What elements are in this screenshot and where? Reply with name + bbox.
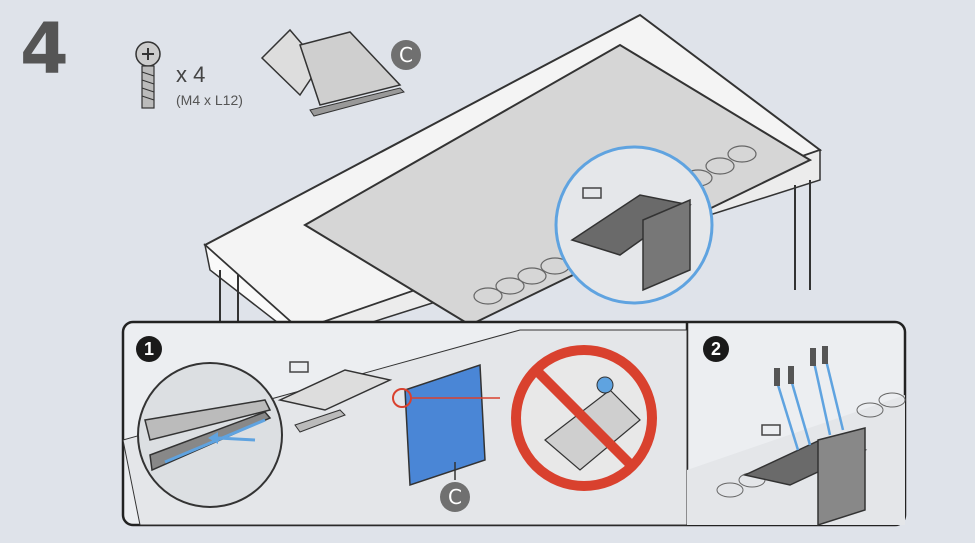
screw-quantity: x 4 (176, 62, 206, 87)
screw-icon (774, 346, 828, 386)
screw-icon (135, 41, 161, 109)
screw-spec: (M4 x L12) (176, 92, 243, 108)
part-label-badge: C (391, 40, 421, 70)
detail-circle (554, 145, 714, 305)
panel-1-illustration (122, 329, 688, 526)
part-label-badge: C (440, 482, 470, 512)
stand-part-c (260, 28, 405, 117)
panel-2-illustration (687, 346, 906, 527)
tv-panel (303, 43, 813, 327)
panel-number-badge: 1 (136, 336, 162, 362)
step-number: 4 (20, 8, 69, 90)
panel-number-badge: 2 (703, 336, 729, 362)
